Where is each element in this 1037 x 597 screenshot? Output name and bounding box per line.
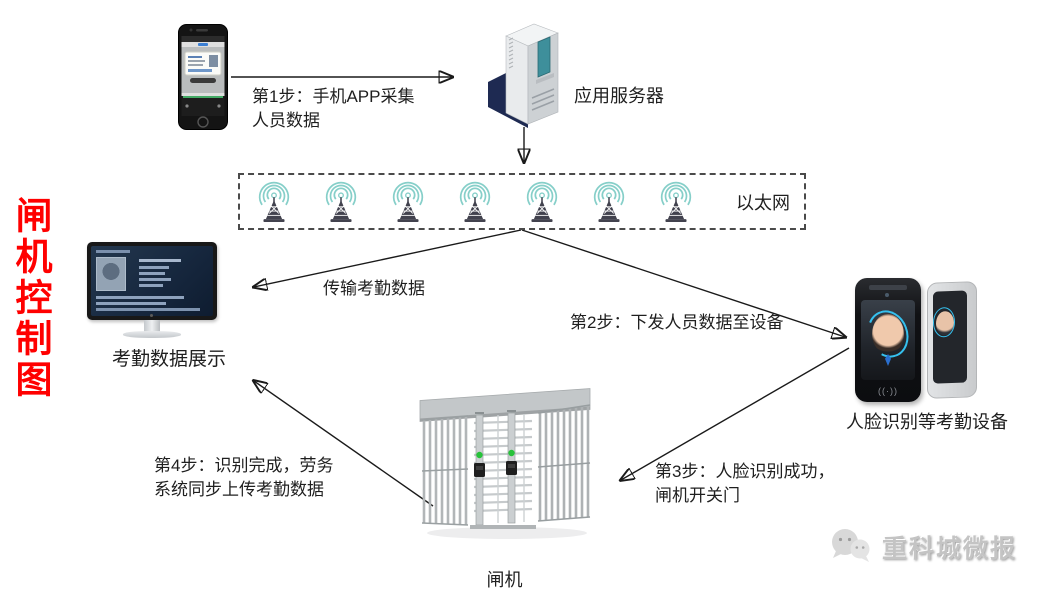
ethernet-label: 以太网: [736, 192, 790, 213]
face-device-rear: [927, 281, 977, 399]
face-device-front: ((·)): [855, 278, 921, 402]
phone-icon: [178, 24, 228, 130]
step1-line2: 人员数据: [252, 111, 320, 130]
step3-line1: 第3步：人脸识别成功，: [655, 462, 835, 481]
ethernet-zone: 以太网: [238, 173, 806, 230]
monitor-screen: [91, 246, 213, 316]
wechat-icon: [832, 529, 870, 562]
monitor-frame: [87, 242, 217, 320]
watermark-text: 重科城微报: [882, 535, 1018, 563]
worker-photo: [96, 257, 126, 291]
server-label: 应用服务器: [574, 86, 664, 106]
step4-annotation: 第4步：识别完成，劳务 系统同步上传考勤数据: [154, 454, 333, 502]
antenna-icon: [256, 181, 292, 223]
step3-line2: 闸机开关门: [655, 486, 740, 505]
antenna-icon: [658, 181, 694, 223]
arrow-ethernet-to-face-device: [521, 229, 845, 337]
antenna-icon: [524, 181, 560, 223]
antenna-icon: [457, 181, 493, 223]
diagram-title: 闸机控制图: [10, 196, 51, 401]
step3-annotation: 第3步：人脸识别成功， 闸机开关门: [655, 460, 834, 508]
face-device-label: 人脸识别等考勤设备: [846, 412, 1008, 432]
server-icon: [486, 20, 566, 130]
face-device-icon: ((·)): [855, 278, 981, 404]
transfer-annotation: 传输考勤数据: [323, 279, 425, 298]
antenna-icon: [323, 181, 359, 223]
watermark: 重科城微报: [828, 527, 1017, 567]
turnstile-icon: [412, 371, 597, 551]
arrow-ethernet-to-monitor: [254, 229, 522, 287]
step4-line2: 系统同步上传考勤数据: [154, 480, 324, 499]
arrow-turnstile-to-monitor: [254, 381, 434, 507]
step1-line1: 第1步：手机APP采集: [252, 87, 415, 106]
step4-line1: 第4步：识别完成，劳务: [154, 456, 334, 475]
antenna-icon: [390, 181, 426, 223]
step2-annotation: 第2步：下发人员数据至设备: [570, 313, 784, 332]
antenna-icon: [591, 181, 627, 223]
arrow-face-device-to-turnstile: [621, 347, 850, 480]
turnstile-label: 闸机: [486, 570, 523, 590]
monitor-label: 考勤数据展示: [112, 349, 227, 370]
step1-annotation: 第1步：手机APP采集 人员数据: [252, 85, 414, 133]
monitor-icon: [87, 242, 217, 342]
